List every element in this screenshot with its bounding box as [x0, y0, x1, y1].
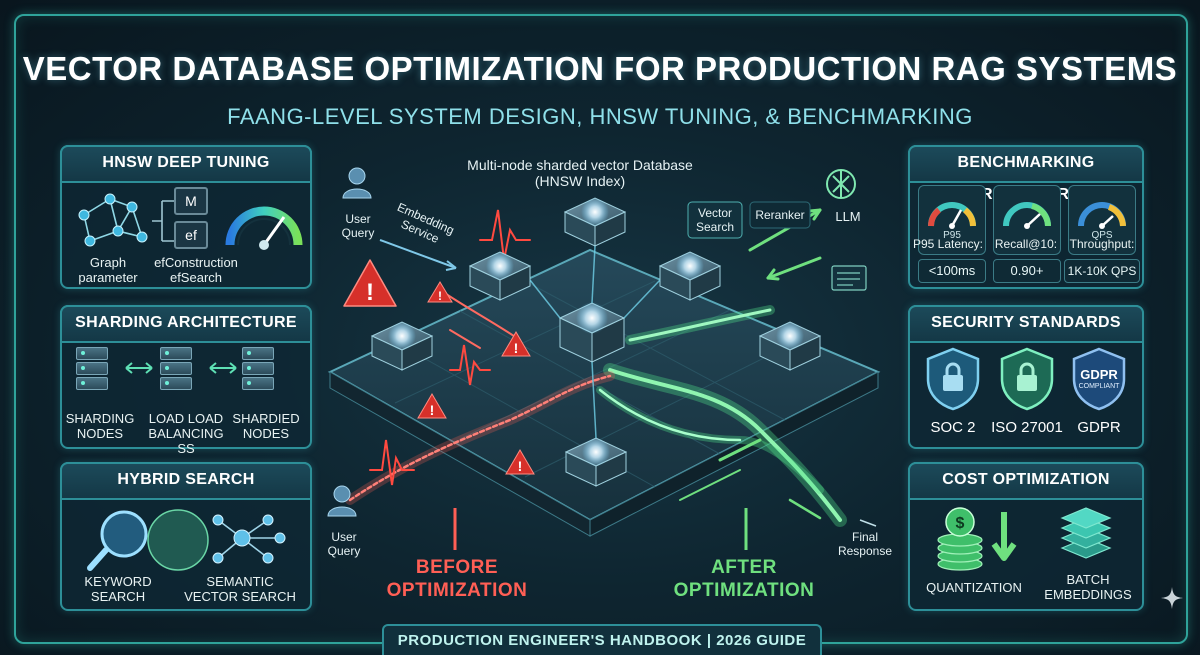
gdpr-shield-icon	[1072, 347, 1126, 411]
panel-title: HNSW DEEP TUNING	[60, 145, 312, 183]
server-node	[658, 251, 722, 301]
panel-title: HYBRID SEARCH	[60, 462, 312, 500]
svg-text:!: !	[430, 402, 435, 418]
panel-title: SHARDING ARCHITECTURE	[60, 305, 312, 343]
sparkle-icon	[1161, 587, 1183, 609]
subtitle: FAANG-LEVEL SYSTEM DESIGN, HNSW TUNING, …	[227, 104, 973, 129]
svg-text:!: !	[518, 458, 523, 474]
architecture-diagram: ! ! ! ! !	[327, 167, 881, 550]
p95-latency-value: <100ms	[918, 259, 986, 283]
panel-cost: COST OPTIMIZATION $ QUANTIZATION BATCH E…	[908, 462, 1144, 611]
iso-shield-icon	[1000, 347, 1054, 411]
after-optimization-label: AFTER OPTIMIZATION	[673, 557, 815, 601]
panel-title: COST OPTIMIZATION	[908, 462, 1144, 500]
before-optimization-label: BEFORE OPTIMIZATION	[386, 557, 528, 601]
gauge-icon	[225, 206, 303, 250]
node-links	[529, 245, 661, 439]
server-node	[370, 321, 434, 371]
query-arrow	[379, 239, 457, 269]
vector-search-box	[687, 201, 743, 239]
llm-label: LLM	[835, 209, 861, 224]
warning-icon: !	[505, 449, 535, 475]
quantization-label: QUANTIZATION	[926, 580, 1022, 595]
svg-text:!: !	[366, 279, 374, 306]
p95-latency-label: P95 Latency:	[912, 237, 984, 251]
query-arrowhead	[445, 260, 457, 271]
gdpr-badge-subtext: COMPLIANT	[1078, 383, 1120, 390]
double-arrow-icon	[125, 362, 153, 374]
server-node	[758, 321, 822, 371]
recall-value: 0.90+	[993, 259, 1061, 283]
layers-icon	[1060, 507, 1112, 559]
throughput-label: Throughput:	[1069, 237, 1135, 251]
soc2-label: SOC 2	[930, 419, 976, 436]
warning-icon: !	[417, 393, 447, 419]
reranker-box	[749, 201, 811, 229]
soc2-shield-icon	[926, 347, 980, 411]
speedometer-icon	[928, 202, 976, 229]
gdpr-label: GDPR	[1077, 419, 1121, 436]
panel-hnsw-tuning: HNSW DEEP TUNING M ef	[60, 145, 312, 289]
semantic-vector-search-label: SEMANTIC VECTOR SEARCH	[184, 574, 296, 604]
coins-down-icon: $	[937, 507, 1017, 571]
graph-icon	[78, 193, 148, 247]
speedometer-icon	[1003, 202, 1051, 229]
llm-icon	[826, 169, 856, 199]
panel-hybrid-search: HYBRID SEARCH KEYWORD SEARCH SEMANTIC VE…	[60, 462, 312, 611]
final-response-label: Final Response	[837, 530, 893, 558]
server-node	[468, 251, 532, 301]
gauge-face-label: P95	[943, 230, 961, 241]
vector-search-label: Vector Search	[695, 206, 735, 234]
batch-embeddings-label: BATCH EMBEDDINGS	[1044, 572, 1132, 602]
user-query-top-label: User Query	[341, 212, 375, 240]
document-icon	[831, 265, 867, 291]
throughput-gauge: QPS	[1068, 185, 1136, 255]
reranker-label: Reranker	[755, 208, 805, 222]
panel-sharding: SHARDING ARCHITECTURE SHARDING NODES LOA…	[60, 305, 312, 456]
ef-parameter-box: ef	[174, 221, 208, 249]
warning-icon: !	[501, 331, 531, 357]
shardied-nodes-label: SHARDIED NODES	[232, 411, 300, 441]
keyword-search-label: KEYWORD SEARCH	[84, 574, 152, 604]
warning-icons: ! ! ! ! !	[343, 259, 535, 475]
recall-label: Recall@10:	[994, 237, 1058, 251]
warning-icon: !	[343, 259, 397, 307]
bracket-icon	[152, 200, 174, 242]
panel-title: BENCHMARKING FRAMEWORK	[908, 145, 1144, 203]
p95-latency-gauge: P95	[918, 185, 986, 255]
double-arrow-icon	[209, 362, 237, 374]
sharding-nodes-label: SHARDING NODES	[65, 411, 135, 441]
svg-text:$: $	[956, 515, 965, 532]
graph-parameter-caption: Graph parameter	[78, 255, 138, 285]
server-node	[564, 437, 628, 487]
hybrid-venn-icon	[87, 509, 286, 571]
panel-security: SECURITY STANDARDS GDPR COMPLIANT SOC 2 …	[908, 305, 1144, 449]
ef-parameter-caption: efConstruction efSearch	[154, 255, 238, 285]
m-parameter-box: M	[174, 187, 208, 215]
server-node	[563, 197, 627, 247]
gauge-face-label: QPS	[1091, 230, 1113, 241]
server-nodes	[370, 197, 822, 487]
user-query-bottom-label: User Query	[327, 530, 361, 558]
server-node	[558, 302, 626, 363]
user-icon	[342, 167, 372, 199]
load-balancing-label: LOAD LOAD BALANCING SS	[148, 411, 224, 456]
throughput-value: 1K-10K QPS	[1064, 259, 1140, 283]
speedometer-icon	[1078, 202, 1126, 229]
database-label: Multi-node sharded vector Database (HNSW…	[467, 157, 693, 189]
gdpr-badge-text: GDPR	[1080, 367, 1118, 382]
panel-title: SECURITY STANDARDS	[908, 305, 1144, 343]
iso27001-label: ISO 27001	[991, 419, 1063, 436]
response-pointer	[859, 519, 877, 527]
panel-benchmarking: BENCHMARKING FRAMEWORK P95	[908, 145, 1144, 289]
user-icon	[327, 485, 357, 517]
recall-gauge	[993, 185, 1061, 255]
footer-banner: PRODUCTION ENGINEER'S HANDBOOK | 2026 GU…	[382, 624, 822, 655]
svg-text:!: !	[438, 289, 442, 303]
main-title: VECTOR DATABASE OPTIMIZATION FOR PRODUCT…	[22, 50, 1178, 87]
svg-text:!: !	[514, 340, 519, 356]
warning-icon: !	[427, 281, 453, 303]
